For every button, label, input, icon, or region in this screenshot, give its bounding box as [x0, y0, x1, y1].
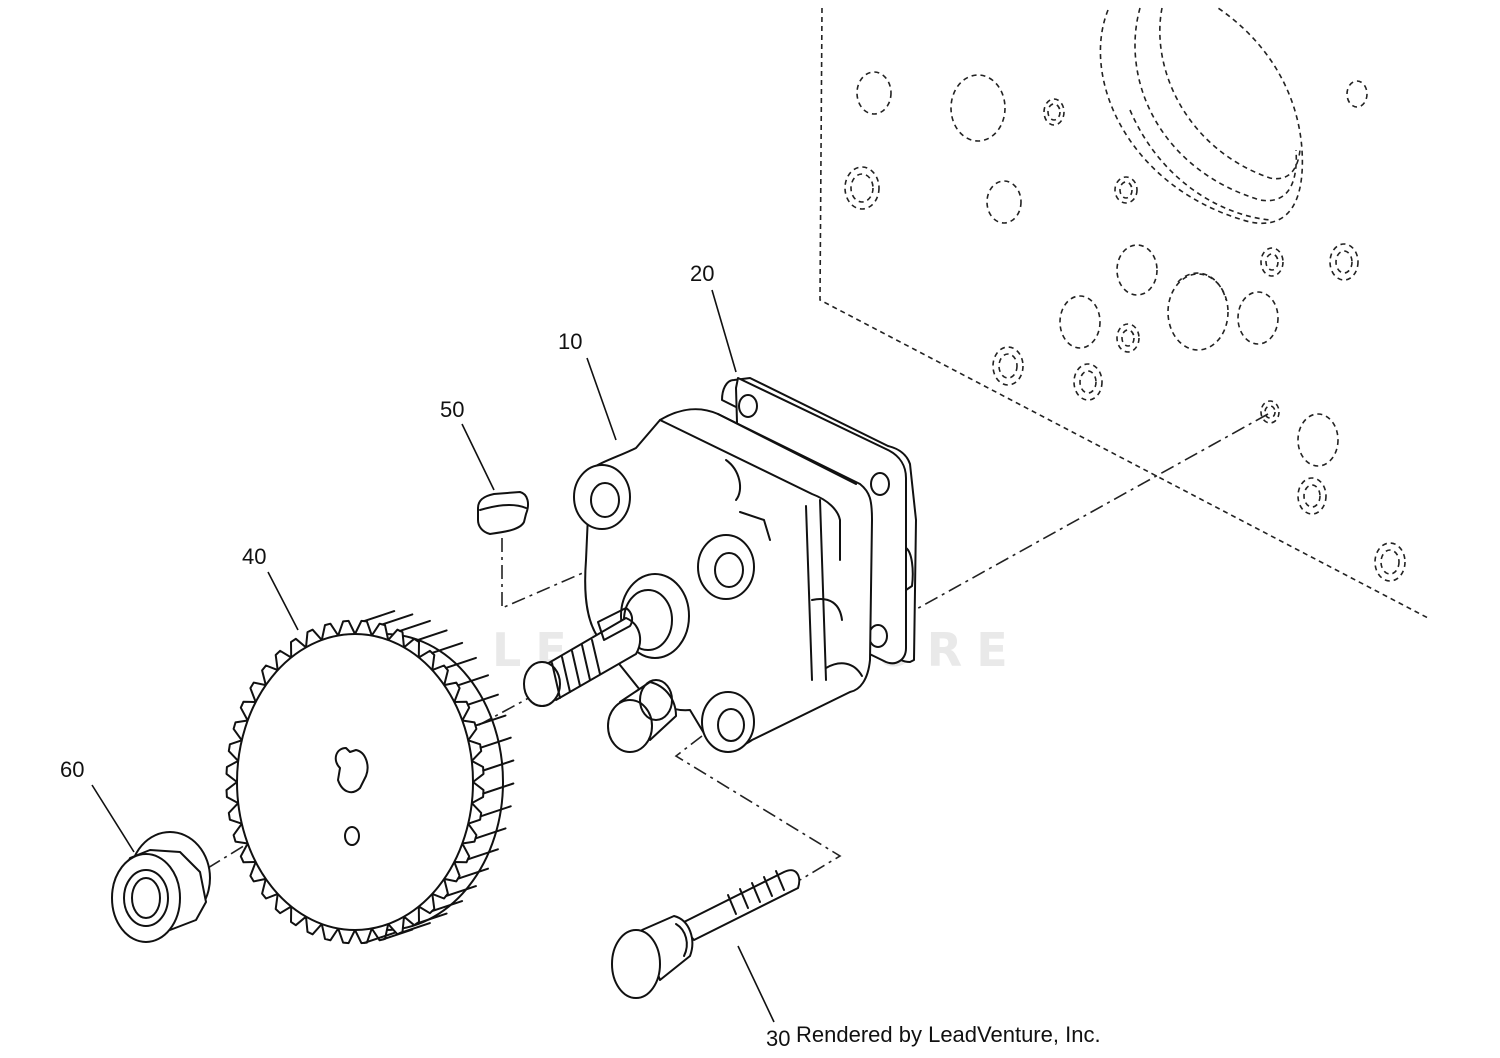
callout-20: 20: [690, 261, 714, 286]
part-50-key: [477, 491, 529, 535]
gear-tooth-depth: [363, 610, 396, 623]
gear-tooth-depth: [474, 827, 507, 840]
callout-30: 30: [766, 1026, 790, 1051]
gear-tooth-depth: [466, 693, 499, 706]
callout-60: 60: [60, 757, 84, 782]
gear-tooth-depth: [431, 641, 464, 654]
callout-labels: 10 20 50 40 60 30: [60, 261, 790, 1051]
gear-tooth-depth: [363, 931, 396, 944]
plate-bearing-boss: [1099, 7, 1304, 225]
gear-tooth-depth: [479, 736, 512, 749]
gear-tooth-depth: [457, 674, 489, 687]
gear-tooth-depth: [381, 928, 414, 941]
plate-holes: [844, 71, 1406, 582]
render-credit: Rendered by LeadVenture, Inc.: [796, 1022, 1101, 1047]
gear-tooth-depth: [482, 759, 515, 772]
leader-lines: [91, 289, 775, 1023]
gear-tooth-depth: [398, 619, 431, 632]
gear-tooth-depth: [415, 629, 448, 642]
gear-tooth-depth: [381, 613, 414, 626]
part-60-nut: [111, 831, 211, 943]
callout-10: 10: [558, 329, 582, 354]
gear-tooth-depth: [415, 912, 448, 925]
callout-50: 50: [440, 397, 464, 422]
engine-block-plate: [819, 7, 1429, 619]
gear-tooth-depth: [457, 867, 489, 880]
part-30-bolt: [611, 869, 801, 999]
callout-40: 40: [242, 544, 266, 569]
gear-tooth-depth: [466, 848, 499, 861]
part-40-gear: [225, 610, 515, 945]
gear-tooth-depth: [431, 900, 464, 913]
gear-tooth-depth: [444, 885, 477, 898]
part-10-oil-pump: [523, 408, 873, 753]
gear-tooth-depth: [479, 805, 512, 818]
gear-tooth-depth: [444, 656, 477, 669]
gear-tooth-depth: [474, 714, 507, 727]
gear-tooth-depth: [482, 782, 515, 795]
